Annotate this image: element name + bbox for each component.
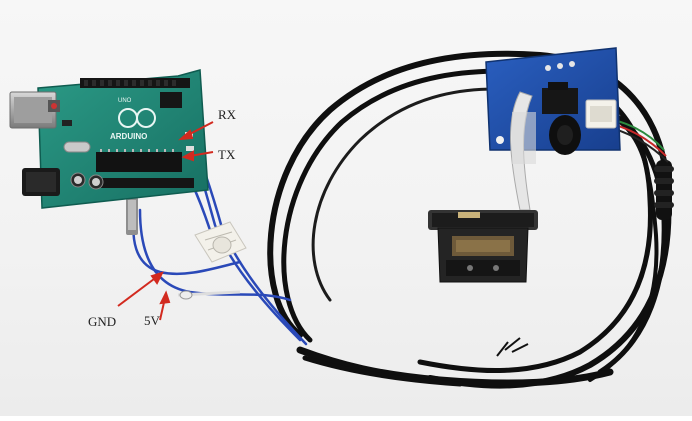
atmega-chip [96,152,182,172]
gnd-arrow [117,275,159,307]
wire-connector [194,221,247,263]
label-tx: TX [218,147,236,162]
ferrite-segment [654,160,674,220]
card-reader-head [428,210,538,283]
label-5v: 5V [144,313,161,328]
board-brand: ARDUINO [110,132,147,141]
reader-pcb [485,47,621,211]
annotation-arrows [117,121,214,321]
analog-header [98,178,194,188]
label-rx: RX [218,107,237,122]
board-model: UNO [118,98,132,104]
cable-wire-ends [496,337,529,357]
arduino-uno-board: ARDUINO UNO [9,69,209,209]
label-gnd: GND [88,314,116,329]
wire-splice [177,290,241,300]
header-pin [126,197,138,235]
